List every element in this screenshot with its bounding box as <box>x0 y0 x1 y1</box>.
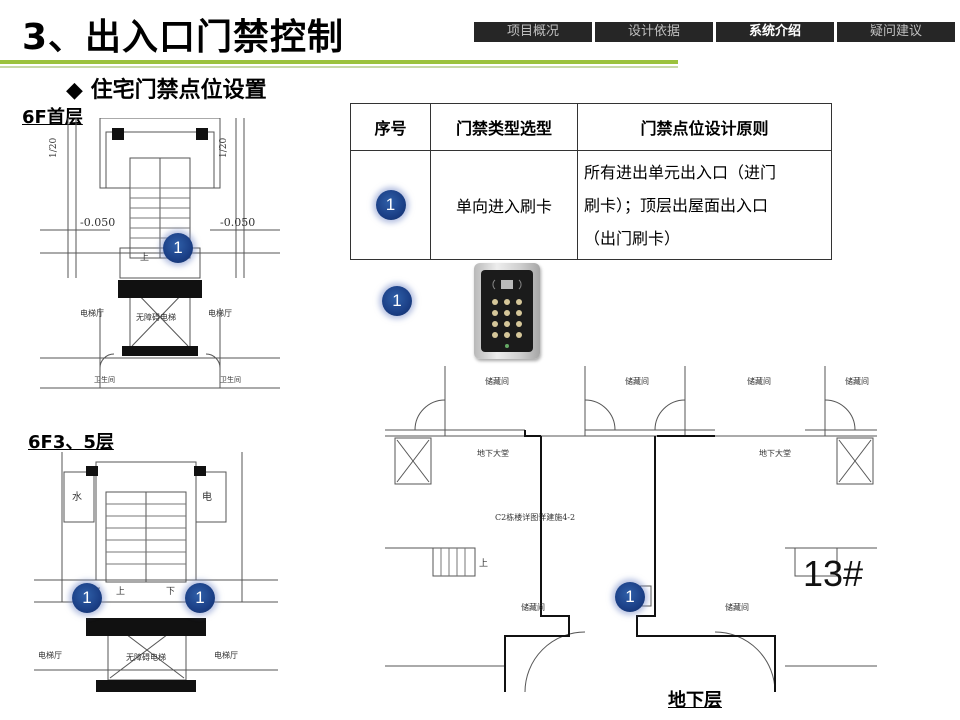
header-rule-shadow <box>0 66 678 68</box>
wc-left: 卫生间 <box>94 375 115 384</box>
keypad-icon <box>492 279 522 348</box>
dim-left: 1/20 <box>49 138 59 158</box>
stair-up-label: 上 <box>479 558 488 569</box>
diamond-bullet-icon: ◆ <box>66 78 83 103</box>
elevator-label: 无障碍电梯 <box>136 312 176 322</box>
storage-label-6: 储藏间 <box>725 602 749 612</box>
marker-badge-typical-left: 1 <box>72 583 102 613</box>
table-row: 1 单向进入刷卡 所有进出单元出入口（进门 刷卡）；顶层出屋面出入口 （出门刷卡… <box>350 150 832 260</box>
table-header-row: 序号 门禁类型选型 门禁点位设计原则 <box>350 103 832 151</box>
stair-down-label: 下 <box>166 587 175 597</box>
marker-badge-legend: 1 <box>382 286 412 316</box>
floor-label-typical: 6F3、5层 <box>28 432 114 453</box>
typical-floor-plan: 水 电 上 下 电梯厅 电梯厅 无障碍电梯 <box>34 452 278 692</box>
level-right: -0.050 <box>220 216 255 229</box>
stair-up-label: 上 <box>116 586 125 597</box>
principle-line-1: 所有进出单元出入口（进门 <box>584 162 777 182</box>
floor-label-basement: 地下层 <box>668 690 722 711</box>
lobby-label-right: 地下大堂 <box>759 448 791 458</box>
building-number: 13# <box>803 553 863 594</box>
header-principle: 门禁点位设计原则 <box>577 103 832 151</box>
header-index: 序号 <box>350 103 431 151</box>
detail-note: C2栋楼详图详建施4-2 <box>495 512 575 522</box>
section-nav: 项目概况 设计依据 系统介绍 疑问建议 <box>474 22 955 42</box>
level-left: -0.050 <box>80 216 115 229</box>
basement-plan: 储藏间 储藏间 储藏间 储藏间 地下大堂 地下大堂 C2栋楼详图详建施4-2 上… <box>385 366 877 692</box>
water-shaft-label: 水 <box>72 491 82 503</box>
cell-type: 单向进入刷卡 <box>430 150 578 260</box>
section-title-text: 住宅门禁点位设置 <box>90 78 267 103</box>
elevator-hall-left: 电梯厅 <box>80 308 104 318</box>
ground-floor-plan: 1/20 1/20 -0.050 -0.050 上 电梯厅 电梯厅 无障碍电梯 … <box>40 118 280 389</box>
marker-badge-ground-entry: 1 <box>163 233 193 263</box>
marker-badge-typical-right: 1 <box>185 583 215 613</box>
elevator-hall-left: 电梯厅 <box>38 650 62 660</box>
cell-principle: 所有进出单元出入口（进门 刷卡）；顶层出屋面出入口 （出门刷卡） <box>577 150 832 260</box>
section-title: ◆ 住宅门禁点位设置 <box>66 72 267 104</box>
storage-label-4: 储藏间 <box>845 376 869 386</box>
principle-line-2: 刷卡）；顶层出屋面出入口 <box>584 195 769 215</box>
wc-right: 卫生间 <box>220 375 241 384</box>
access-point-table: 序号 门禁类型选型 门禁点位设计原则 1 单向进入刷卡 所有进出单元出入口（进门… <box>350 103 832 260</box>
elevator-label: 无障碍电梯 <box>126 652 166 662</box>
header-rule <box>0 60 678 64</box>
elevator-hall-right: 电梯厅 <box>214 650 238 660</box>
marker-badge-table: 1 <box>375 190 406 220</box>
tab-project-overview[interactable]: 项目概况 <box>474 22 592 42</box>
elevator-hall-right: 电梯厅 <box>208 308 232 318</box>
storage-label-2: 储藏间 <box>625 376 649 386</box>
storage-label-5: 储藏间 <box>521 602 545 612</box>
principle-line-3: （出门刷卡） <box>584 228 681 248</box>
cell-index: 1 <box>350 150 431 260</box>
tab-design-basis[interactable]: 设计依据 <box>595 22 713 42</box>
header-type: 门禁类型选型 <box>430 103 578 151</box>
card-reader-keypad-image <box>474 263 540 359</box>
dim-right: 1/20 <box>219 138 229 158</box>
marker-badge-basement: 1 <box>615 582 645 612</box>
tab-questions[interactable]: 疑问建议 <box>837 22 955 42</box>
stair-up-label: 上 <box>140 252 149 263</box>
storage-label-1: 储藏间 <box>485 376 509 386</box>
electric-shaft-label: 电 <box>202 490 212 503</box>
keypad-face <box>481 270 533 352</box>
page-title: 3、出入口门禁控制 <box>22 17 345 58</box>
tab-system-intro[interactable]: 系统介绍 <box>716 22 834 42</box>
lobby-label-left: 地下大堂 <box>477 448 509 458</box>
storage-label-3: 储藏间 <box>747 376 771 386</box>
